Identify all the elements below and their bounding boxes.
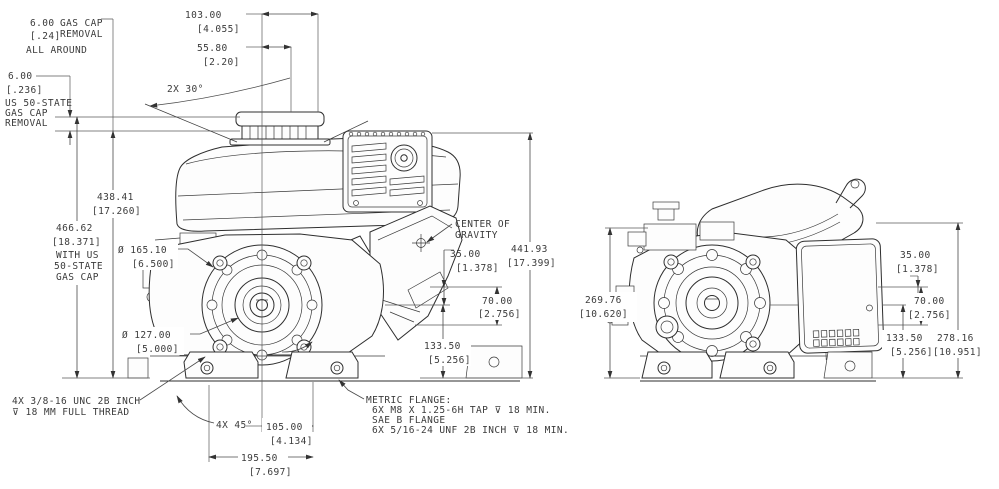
dim-441-mm: 441.93 (511, 244, 548, 255)
air-cleaner-front (342, 130, 433, 213)
note-us-cap-in: [.236] (6, 85, 43, 96)
dim-466-in: [18.371] (52, 237, 101, 248)
angle-note: 2X 30° (167, 84, 204, 95)
dim-70-side-mm: 70.00 (914, 296, 945, 307)
dim-35-mm: 35.00 (450, 249, 481, 260)
note-us-cap-l3: REMOVAL (5, 118, 48, 129)
dim-105-in: [4.134] (270, 436, 313, 447)
dim-466-l3: GAS CAP (56, 272, 99, 283)
cog-label-l1: CENTER OF (455, 219, 510, 230)
dim-165-mm: Ø 165.10 (118, 245, 167, 256)
cog-label-l2: GRAVITY (455, 230, 498, 241)
clearance-30deg-left (144, 103, 238, 143)
louvers (351, 142, 425, 197)
dim-103-mm: 103.00 (185, 10, 222, 21)
mounting-feet-front (127, 345, 523, 382)
dim-35-side-in: [1.378] (896, 264, 939, 275)
air-cleaner-side (795, 238, 885, 360)
dim-35-in: [1.378] (456, 263, 499, 274)
engine-side-view (606, 178, 885, 382)
dim-70-mm: 70.00 (482, 296, 513, 307)
dim-278-in: [10.951] (933, 347, 982, 358)
dim-133-side-in: [5.256] (890, 347, 933, 358)
dim-195-mm: 195.50 (241, 453, 278, 464)
dim-70-side-in: [2.756] (908, 310, 951, 321)
vent-slots (812, 329, 860, 347)
flange-note-l3: SAE B FLANGE (372, 415, 445, 426)
vent-holes (348, 131, 426, 137)
note-cap-removal-l3: ALL AROUND (26, 45, 87, 56)
note-cap-removal-l2: REMOVAL (60, 29, 103, 40)
crankcase-front (148, 233, 384, 366)
note-cap-removal-l1: GAS CAP (60, 18, 103, 29)
dim-133-side-mm: 133.50 (886, 333, 923, 344)
flange-note-l2: 6X M8 X 1.25-6H TAP ⊽ 18 MIN. (372, 405, 551, 416)
mounting-feet-side (640, 351, 876, 382)
note-us-cap-l2: GAS CAP (5, 108, 48, 119)
muffler-front (369, 205, 463, 341)
dim-35-side-mm: 35.00 (900, 250, 931, 261)
carburetor-side (606, 201, 735, 326)
dim-269-in: [10.620] (579, 309, 628, 320)
dim-195-in: [7.697] (249, 467, 292, 478)
gas-cap (229, 111, 331, 146)
dim-105-mm: 105.00 (266, 422, 303, 433)
dim-70-in: [2.756] (478, 309, 521, 320)
dim-55-in: [2.20] (203, 57, 240, 68)
note-us-cap-l1: US 50-STATE (5, 98, 72, 109)
note-cap-removal-in: [.24] (30, 31, 61, 42)
exhaust-outlet (835, 178, 866, 209)
dim-133-in: [5.256] (428, 355, 471, 366)
note-us-cap-mm: 6.00 (8, 71, 32, 82)
thread-note-l1: 4X 3/8-16 UNC 2B INCH (12, 396, 141, 407)
flange-lugs-side (663, 254, 761, 352)
dim-466-l1: WITH US (56, 250, 99, 261)
flange-lugs (212, 255, 312, 355)
crankcase-side (628, 231, 818, 362)
wing-nut (390, 144, 418, 172)
flange-note-l4: 6X 5/16-24 UNF 2B INCH ⊽ 18 MIN. (372, 425, 569, 436)
dim-278-mm: 278.16 (937, 333, 974, 344)
clearance-30deg-right (323, 120, 369, 143)
dim-103-in: [4.055] (197, 24, 240, 35)
dim-441-in: [17.399] (507, 258, 556, 269)
center-of-gravity-marker (412, 234, 430, 252)
note-cap-removal-mm: 6.00 (30, 18, 54, 29)
chamfer-note: 4X 45° (216, 420, 253, 431)
dim-466-l2: 50-STATE (54, 261, 103, 272)
flange-note-l1: METRIC FLANGE: (366, 395, 452, 406)
dim-133-mm: 133.50 (424, 341, 461, 352)
dim-127-in: [5.000] (136, 344, 179, 355)
dim-466-mm: 466.62 (56, 223, 93, 234)
dim-269-mm: 269.76 (585, 295, 622, 306)
dim-438-mm: 438.41 (97, 192, 134, 203)
annotations: 6.00 GAS CAP [.24] REMOVAL ALL AROUND 6.… (5, 10, 991, 478)
thread-note-l2: ⊽ 18 MM FULL THREAD (12, 407, 130, 418)
dim-438-in: [17.260] (92, 206, 141, 217)
dim-165-in: [6.500] (132, 259, 175, 270)
dim-55-mm: 55.80 (197, 43, 228, 54)
rotation-arrow (281, 341, 313, 353)
dim-127-mm: Ø 127.00 (122, 330, 171, 341)
